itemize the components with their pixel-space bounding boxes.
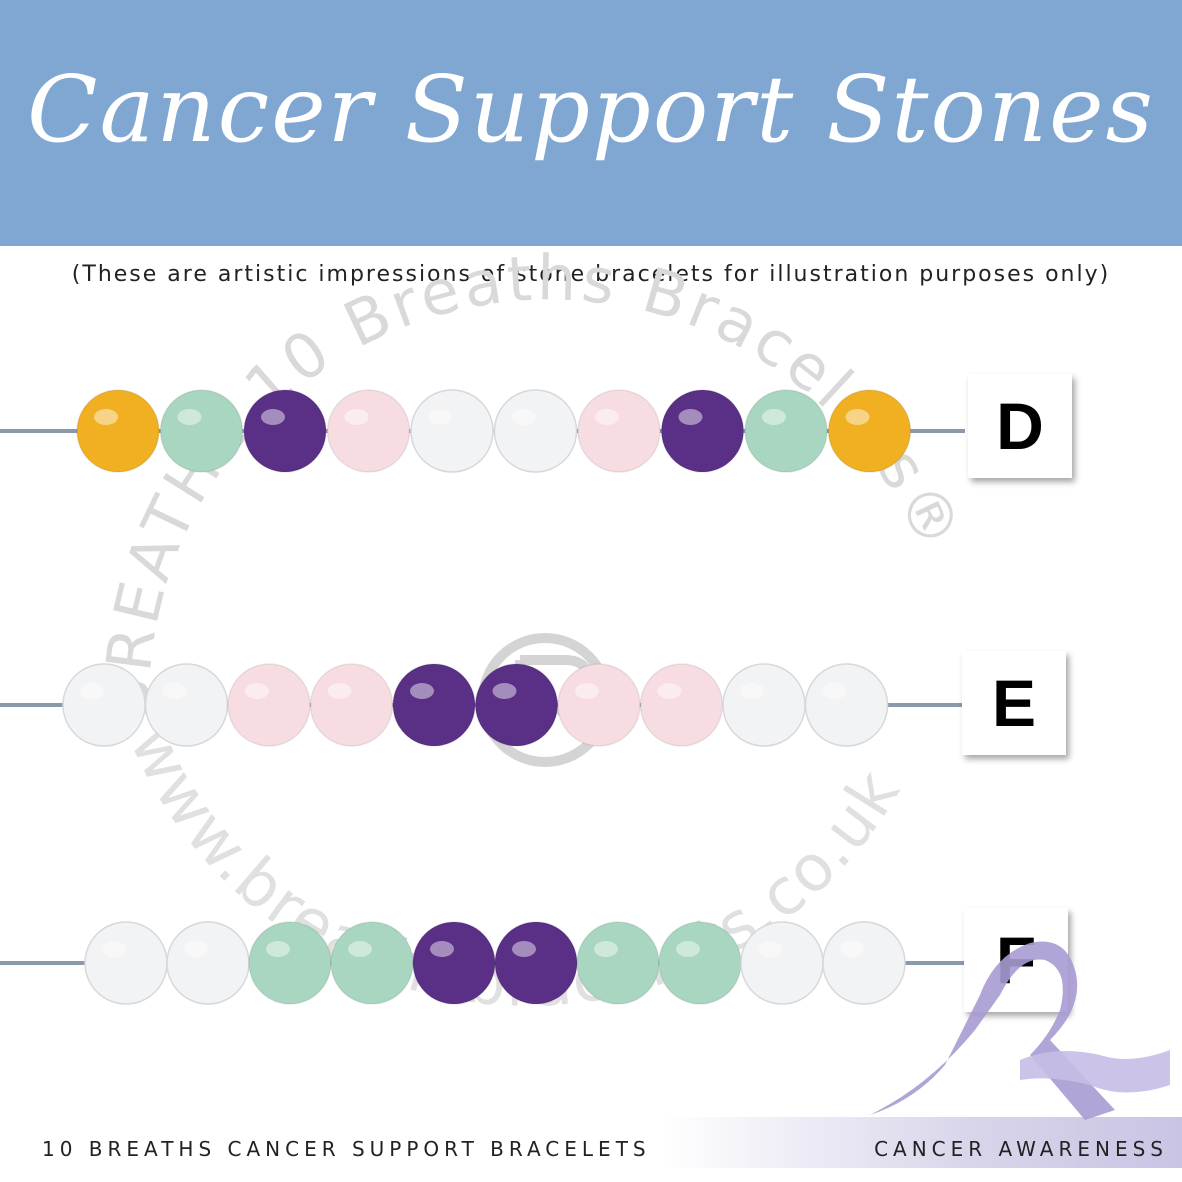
bracelet-f: F xyxy=(0,906,1182,1016)
aventurine-bead xyxy=(576,921,660,1005)
bead-highlight xyxy=(657,683,682,699)
bead-highlight xyxy=(245,683,269,699)
bead-highlight xyxy=(512,941,536,957)
bead-highlight xyxy=(594,941,618,957)
bead-highlight xyxy=(758,941,782,957)
footer-gradient-band xyxy=(660,1117,1182,1168)
rose-quartz-bead xyxy=(326,389,411,473)
bead-highlight xyxy=(94,409,118,425)
clear-quartz-bead xyxy=(493,389,578,473)
amethyst-bead xyxy=(474,663,559,747)
footer-brand-text: 10 BREATHS CANCER SUPPORT BRACELETS xyxy=(42,1137,651,1161)
rose-quartz-bead xyxy=(639,663,724,747)
bead-highlight xyxy=(410,683,434,699)
amethyst-bead xyxy=(392,663,476,747)
bead-highlight xyxy=(348,941,372,957)
clear-quartz-bead xyxy=(822,921,906,1005)
bracelet-d-label: D xyxy=(968,374,1072,478)
rose-quartz-bead xyxy=(557,663,641,747)
subtitle: (These are artistic impressions of stone… xyxy=(71,262,1111,287)
bead-highlight xyxy=(676,941,700,957)
awareness-ribbon-icon xyxy=(870,941,1170,1120)
aventurine-bead xyxy=(248,921,332,1005)
bead-highlight xyxy=(266,941,290,957)
bead-highlight xyxy=(80,683,104,699)
bead-highlight xyxy=(184,941,208,957)
clear-quartz-bead xyxy=(740,921,824,1005)
bead-highlight xyxy=(428,409,452,425)
bead-highlight xyxy=(575,683,599,699)
bracelet-d: D xyxy=(0,372,1182,482)
aventurine-bead xyxy=(658,921,742,1005)
bead-highlight xyxy=(261,409,285,425)
clear-quartz-bead xyxy=(166,921,250,1005)
clear-quartz-bead xyxy=(410,389,494,473)
bead-highlight xyxy=(740,683,764,699)
footer: 10 BREATHS CANCER SUPPORT BRACELETS CANC… xyxy=(0,1117,1182,1182)
bead-highlight xyxy=(595,409,619,425)
citrine-bead xyxy=(76,389,160,473)
bead-highlight xyxy=(822,683,847,699)
aventurine-bead xyxy=(159,389,244,473)
amethyst-bead xyxy=(494,921,578,1005)
bracelet-d-beads xyxy=(0,389,965,473)
bracelet-e-beads xyxy=(0,663,965,747)
aventurine-bead xyxy=(330,921,414,1005)
rose-quartz-bead xyxy=(577,389,661,473)
amethyst-bead xyxy=(412,921,496,1005)
bracelet-e-label: E xyxy=(962,651,1066,755)
rose-quartz-bead xyxy=(227,663,311,747)
amethyst-bead xyxy=(660,389,745,473)
bead-highlight xyxy=(327,683,352,699)
bead-highlight xyxy=(845,409,870,425)
bead-highlight xyxy=(840,941,864,957)
bead-highlight xyxy=(177,409,202,425)
amethyst-bead xyxy=(243,389,327,473)
bead-highlight xyxy=(511,409,536,425)
bead-highlight xyxy=(162,683,187,699)
bead-highlight xyxy=(762,409,786,425)
page-title: Cancer Support Stones xyxy=(27,56,1155,163)
aventurine-bead xyxy=(744,389,828,473)
bracelet-e: E xyxy=(0,649,1182,759)
header-banner: Cancer Support Stones xyxy=(0,0,1182,246)
bead-highlight xyxy=(344,409,369,425)
bead-highlight xyxy=(430,941,454,957)
bead-highlight xyxy=(102,941,126,957)
bead-highlight xyxy=(492,683,517,699)
clear-quartz-bead xyxy=(62,663,146,747)
bracelet-f-beads xyxy=(0,921,965,1005)
clear-quartz-bead xyxy=(804,663,889,747)
clear-quartz-bead xyxy=(144,663,229,747)
citrine-bead xyxy=(827,389,912,473)
bead-highlight xyxy=(678,409,703,425)
clear-quartz-bead xyxy=(84,921,168,1005)
rose-quartz-bead xyxy=(309,663,394,747)
clear-quartz-bead xyxy=(722,663,806,747)
footer-awareness-text: CANCER AWARENESS xyxy=(874,1137,1168,1161)
